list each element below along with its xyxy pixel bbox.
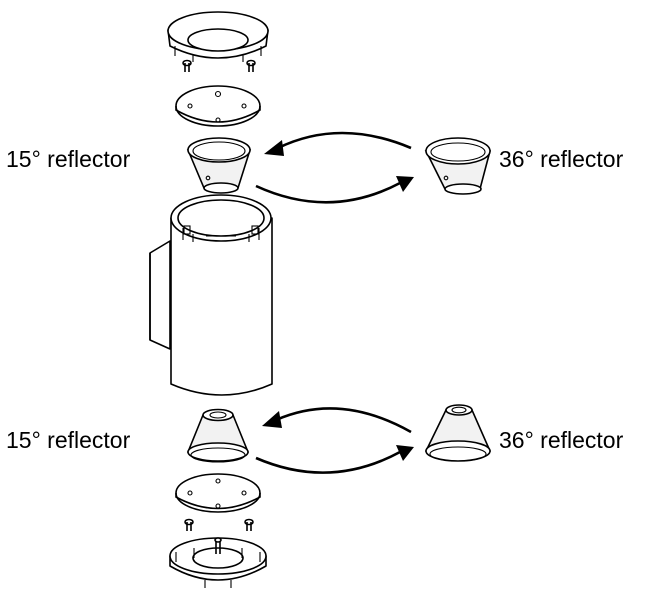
reflector-label-36-top: 36° reflector (499, 146, 624, 172)
reflector-15-bottom (186, 408, 250, 463)
reflector-label-36-bottom: 36° reflector (499, 427, 624, 453)
reflector-label-15-bottom: 15° reflector (6, 427, 131, 453)
reflector-15-top (186, 137, 252, 194)
housing-body (149, 194, 273, 396)
bottom-swap-arrows (255, 407, 414, 474)
reflector-label-15-top: 15° reflector (6, 146, 131, 172)
bottom-lens-disc (175, 473, 261, 513)
bottom-screws (184, 518, 254, 531)
reflector-36-bottom (424, 404, 492, 462)
top-lens-disc (175, 85, 261, 127)
reflector-36-top (424, 137, 492, 195)
top-bezel-ring (167, 11, 269, 62)
bottom-bezel-ring (169, 537, 267, 588)
top-screws (182, 59, 256, 72)
top-swap-arrows (255, 131, 414, 204)
